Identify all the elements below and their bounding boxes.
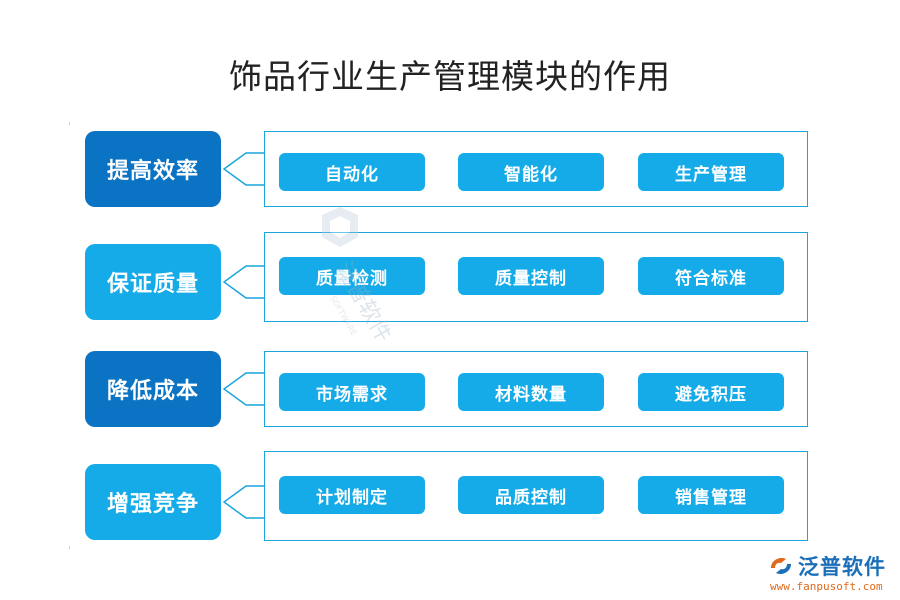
- row-efficiency: 提高效率 自动化 智能化 生产管理: [0, 131, 900, 211]
- brand-url[interactable]: www.fanpusoft.com: [770, 580, 883, 593]
- category-box: 降低成本: [85, 351, 221, 427]
- item-pill: 市场需求: [279, 373, 425, 411]
- row-competition: 增强竞争 计划制定 品质控制 销售管理: [0, 451, 900, 544]
- item-pill: 销售管理: [638, 476, 784, 514]
- category-box: 保证质量: [85, 244, 221, 320]
- diagram-title: 饰品行业生产管理模块的作用: [229, 57, 671, 96]
- watermark-logo: 泛普软件 SOFTWARE: [322, 207, 390, 345]
- row-cost: 降低成本 市场需求 材料数量 避免积压: [0, 351, 900, 431]
- corner-tick: [69, 546, 70, 549]
- item-pill: 质量控制: [458, 257, 604, 295]
- item-pill: 符合标准: [638, 257, 784, 295]
- item-pill: 生产管理: [638, 153, 784, 191]
- item-pill: 品质控制: [458, 476, 604, 514]
- brand-logo: 泛普软件: [768, 552, 886, 580]
- connector-arrow: [222, 152, 266, 186]
- item-pill: 自动化: [279, 153, 425, 191]
- item-pill: 质量检测: [279, 257, 425, 295]
- item-pill: 材料数量: [458, 373, 604, 411]
- item-pill: 计划制定: [279, 476, 425, 514]
- brand-name: 泛普软件: [798, 555, 886, 579]
- brand-icon: [771, 558, 791, 574]
- item-pill: 智能化: [458, 153, 604, 191]
- category-box: 提高效率: [85, 131, 221, 207]
- category-box: 增强竞争: [85, 464, 221, 540]
- connector-arrow: [222, 265, 266, 299]
- connector-arrow: [222, 485, 266, 519]
- corner-tick: [69, 122, 70, 125]
- item-pill: 避免积压: [638, 373, 784, 411]
- row-quality: 保证质量 质量检测 质量控制 符合标准: [0, 232, 900, 324]
- connector-arrow: [222, 372, 266, 406]
